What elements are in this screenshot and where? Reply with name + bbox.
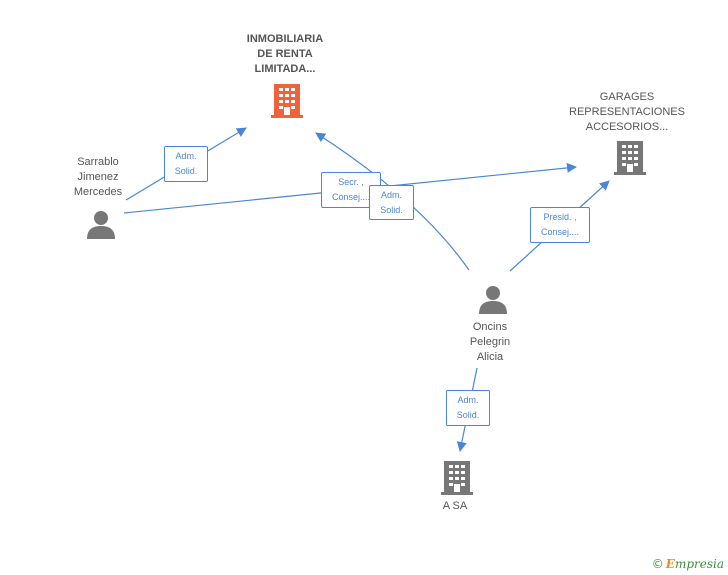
brand-initial: E bbox=[665, 557, 675, 571]
building-icon[interactable] bbox=[441, 461, 473, 495]
company-name-line: ACCESORIOS... bbox=[585, 121, 669, 133]
person-name-oncins[interactable]: Oncins Pelegrin Alicia bbox=[450, 320, 530, 365]
company-name-line: GARAGES bbox=[599, 91, 655, 103]
person-name-line: Sarrablo bbox=[77, 156, 119, 168]
person-name-line: Oncins bbox=[472, 321, 508, 333]
person-icon[interactable] bbox=[86, 210, 116, 240]
company-name-line: INMOBILIARIA bbox=[246, 33, 324, 45]
company-name-line: REPRESENTACIONES bbox=[569, 106, 685, 118]
person-name-line: Mercedes bbox=[73, 186, 123, 198]
person-name-line: Alicia bbox=[476, 351, 504, 363]
copyright-symbol: © bbox=[651, 557, 664, 571]
edge-label-oncins-asa: Adm. Solid. bbox=[446, 390, 490, 426]
person-name-line: Pelegrin bbox=[469, 336, 511, 348]
building-icon[interactable] bbox=[614, 141, 646, 175]
building-icon[interactable] bbox=[271, 84, 303, 118]
brand-name-rest: mpresia bbox=[674, 557, 724, 571]
person-name-line: Jimenez bbox=[77, 171, 119, 183]
company-name-inmobiliaria[interactable]: INMOBILIARIA DE RENTA LIMITADA... bbox=[225, 32, 345, 77]
company-name-asa[interactable]: A SA bbox=[415, 499, 495, 514]
company-name-line: A SA bbox=[442, 500, 468, 512]
company-name-line: DE RENTA bbox=[257, 48, 313, 60]
edge-label-oncins-inmobiliaria: Adm. Solid. bbox=[369, 185, 414, 220]
edge-label-oncins-garages: Presid. , Consej.... bbox=[530, 207, 590, 243]
company-name-line: LIMITADA... bbox=[254, 63, 316, 75]
company-name-garages[interactable]: GARAGES REPRESENTACIONES ACCESORIOS... bbox=[560, 90, 694, 135]
edge-label-sarrablo-inmobiliaria: Adm. Solid. bbox=[164, 146, 208, 182]
person-name-sarrablo[interactable]: Sarrablo Jimenez Mercedes bbox=[58, 155, 138, 200]
empresia-logo[interactable]: ©Empresia bbox=[652, 557, 724, 571]
person-icon[interactable] bbox=[478, 285, 508, 315]
